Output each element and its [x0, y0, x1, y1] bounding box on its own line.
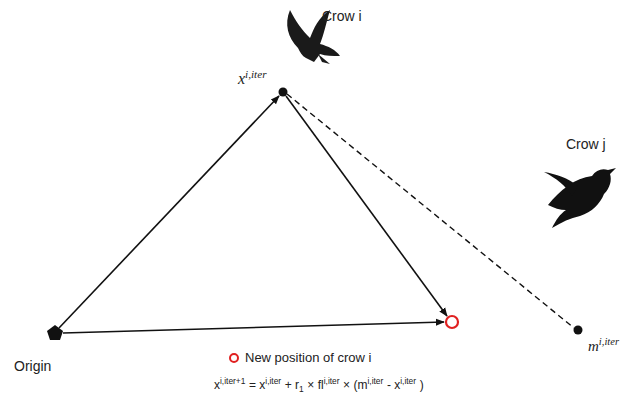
label-text: Crow i — [322, 8, 362, 24]
label-text: x — [214, 378, 220, 392]
origin-point — [47, 325, 63, 340]
legend-marker — [228, 352, 240, 364]
origin-label: Origin — [14, 358, 51, 375]
superscript: i,iter — [324, 376, 340, 386]
label-text: + r — [285, 378, 299, 392]
position-point — [279, 88, 288, 97]
label-text: × fl — [307, 378, 323, 392]
vector-arrow — [59, 96, 279, 328]
label-text: × (m — [343, 378, 367, 392]
label-text: x — [238, 70, 245, 87]
dashed-line — [287, 94, 574, 328]
crow-j-silhouette — [544, 168, 616, 228]
superscript: i,iter — [400, 376, 416, 386]
label-text: Origin — [14, 358, 51, 374]
label-text: = x — [249, 378, 265, 392]
subscript: 1 — [299, 384, 304, 394]
point-label: xi,iter — [238, 68, 267, 89]
label-text: Crow j — [566, 136, 606, 152]
label-text: m — [588, 338, 599, 354]
label-text: ) — [420, 378, 424, 392]
crow-label: Crow j — [566, 136, 606, 153]
new-position-marker — [446, 316, 458, 328]
point-label: mi,iter — [588, 336, 619, 355]
memory-point — [574, 326, 583, 335]
superscript: i,iter+1 — [220, 376, 245, 386]
vector-arrow — [286, 96, 447, 316]
superscript: i,iter — [265, 376, 281, 386]
label-text: - x — [387, 378, 400, 392]
superscript: i,iter — [599, 336, 619, 347]
legend-row: New position of crow i — [228, 350, 371, 366]
superscript: i,iter — [245, 68, 266, 80]
legend-text: New position of crow i — [245, 350, 371, 366]
crow-label: Crow i — [322, 8, 362, 25]
vector-arrow — [63, 322, 444, 333]
superscript: i,iter — [367, 376, 383, 386]
update-formula: xi,iter+1= xi,iter+ r1× fli,iter× (mi,it… — [214, 376, 424, 394]
